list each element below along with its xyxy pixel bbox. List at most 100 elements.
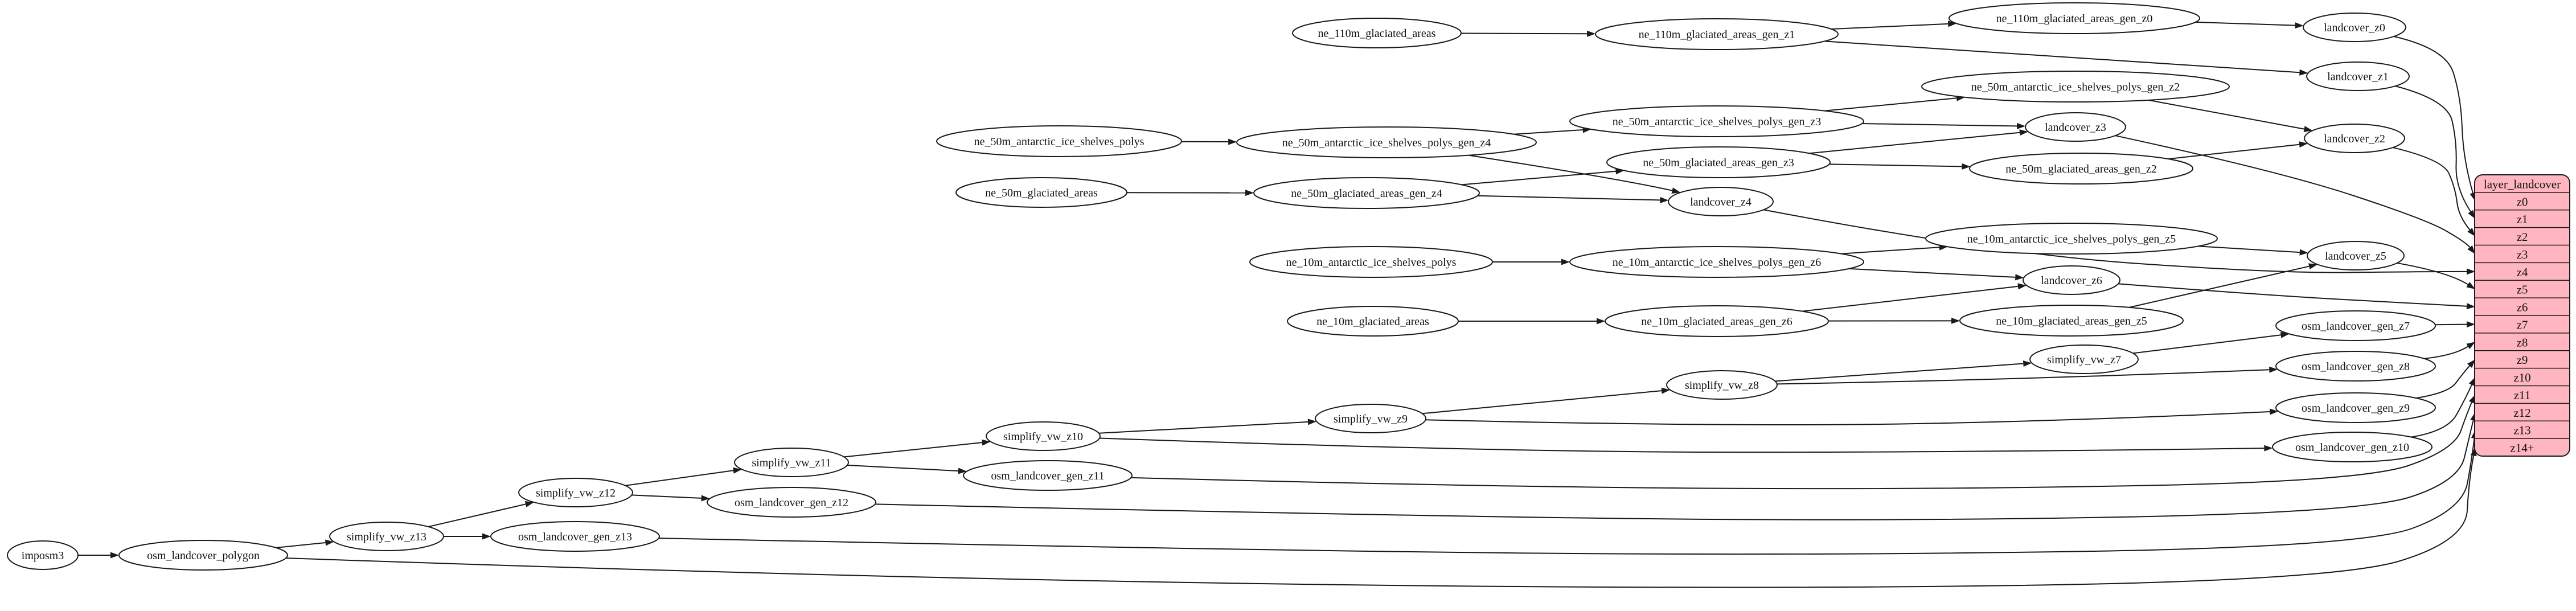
node-ellipse <box>963 460 1133 491</box>
node-label: simplify_vw_z9 <box>1334 413 1408 425</box>
arrowhead-icon <box>2468 377 2475 387</box>
node-ellipse <box>1969 153 2193 184</box>
node-label: ne_10m_glaciated_areas_gen_z6 <box>1641 315 1792 328</box>
edge-ne_110m_glaciated_areas_gen_z1-to-ne_110m_glaciated_areas_gen_z0 <box>1831 23 1949 30</box>
edge-ne_50m_glaciated_areas_gen_z4-to-ne_50m_glaciated_areas_gen_z3 <box>1461 170 1616 186</box>
node-ellipse <box>329 522 444 551</box>
arrowhead-icon <box>1661 387 1671 394</box>
node-simplify_vw_z7: simplify_vw_z7 <box>2029 345 2139 374</box>
node-ellipse <box>1949 2 2200 34</box>
edge-simplify_vw_z12-to-simplify_vw_z11 <box>625 470 734 486</box>
node-label: ne_50m_glaciated_areas_gen_z3 <box>1643 157 1794 169</box>
node-osm_landcover_gen_z13: osm_landcover_gen_z13 <box>490 521 660 552</box>
node-ellipse <box>2025 112 2126 142</box>
node-ellipse <box>1315 404 1426 433</box>
node-landcover_z3: landcover_z3 <box>2025 112 2126 142</box>
arrowhead-icon <box>2017 283 2027 290</box>
edge-ne_110m_glaciated_areas_gen_z0-to-landcover_z0 <box>2195 21 2295 26</box>
arrowhead-icon <box>2017 122 2026 129</box>
node-ellipse <box>1292 18 1462 48</box>
edge-simplify_vw_z10-to-osm_landcover_gen_z10 <box>1099 437 2265 453</box>
node-label: imposm3 <box>22 550 64 562</box>
edge-simplify_vw_z7-to-osm_landcover_gen_z7 <box>2132 334 2281 354</box>
arrowhead-icon <box>2467 245 2475 254</box>
node-label: landcover_z0 <box>2324 22 2385 34</box>
node-label: ne_10m_glaciated_areas <box>1316 315 1429 328</box>
node-label: landcover_z2 <box>2324 133 2385 145</box>
table-row-z3: z3 <box>2517 248 2528 261</box>
edge-landcover_z2-to-z2 <box>2393 147 2471 231</box>
edge-osm_landcover_gen_z13-to-z13 <box>658 438 2475 555</box>
node-label: ne_10m_antarctic_ice_shelves_polys_gen_z… <box>1967 233 2176 245</box>
node-ne_10m_antarctic_ice_shelves_polys_gen_z6: ne_10m_antarctic_ice_shelves_polys_gen_z… <box>1569 246 1864 278</box>
arrowhead-icon <box>958 468 967 474</box>
node-ellipse <box>1605 305 1829 337</box>
node-ellipse <box>2275 310 2436 341</box>
node-ellipse <box>1287 306 1459 337</box>
edge-osm_landcover_gen_z12-to-z12 <box>875 420 2474 520</box>
node-ellipse <box>734 448 849 477</box>
edge-ne_50m_glaciated_areas_gen_z3-to-landcover_z3 <box>1809 132 2020 154</box>
node-ellipse <box>1595 18 1839 50</box>
node-ne_50m_antarctic_ice_shelves_polys_gen_z3: ne_50m_antarctic_ice_shelves_polys_gen_z… <box>1569 105 1864 137</box>
node-label: landcover_z1 <box>2327 71 2389 83</box>
arrowhead-icon <box>733 467 742 474</box>
edge-ne_50m_antarctic_ice_shelves_polys_gen_z4-to-ne_50m_antarctic_ice_shelves_polys_gen_z3 <box>1513 129 1583 135</box>
arrowhead-icon <box>1671 187 1681 194</box>
node-simplify_vw_z10: simplify_vw_z10 <box>986 421 1101 451</box>
table-row-z4: z4 <box>2517 265 2528 279</box>
node-ellipse <box>2303 13 2406 42</box>
node-ellipse <box>2307 241 2405 270</box>
node-ellipse <box>2023 265 2120 295</box>
edge-simplify_vw_z11-to-osm_landcover_gen_z11 <box>847 465 958 471</box>
arrowhead-icon <box>2466 321 2475 328</box>
table-row-z11: z11 <box>2514 388 2531 402</box>
arrowhead-icon <box>701 495 710 502</box>
table-row-z10: z10 <box>2513 371 2530 384</box>
edge-ne_10m_antarctic_ice_shelves_polys_gen_z5-to-landcover_z5 <box>2198 245 2300 253</box>
node-label: ne_10m_glaciated_areas_gen_z5 <box>1996 315 2147 327</box>
table-row-z2: z2 <box>2517 230 2528 244</box>
arrowhead-icon <box>1245 190 1254 196</box>
edge-ne_10m_antarctic_ice_shelves_polys_gen_z6-to-landcover_z6 <box>1848 268 2016 278</box>
node-simplify_vw_z8: simplify_vw_z8 <box>1666 370 1778 400</box>
arrowhead-icon <box>325 539 334 546</box>
node-label: ne_110m_glaciated_areas <box>1318 27 1436 40</box>
node-label: landcover_z3 <box>2045 121 2106 134</box>
node-label: simplify_vw_z7 <box>2047 354 2121 366</box>
arrowhead-icon <box>2468 210 2475 219</box>
node-simplify_vw_z11: simplify_vw_z11 <box>734 448 849 477</box>
edge-simplify_vw_z11-to-simplify_vw_z10 <box>844 442 982 458</box>
node-osm_landcover_gen_z9: osm_landcover_gen_z9 <box>2275 392 2436 423</box>
node-label: landcover_z5 <box>2325 250 2386 263</box>
table-row-z9: z9 <box>2517 353 2528 367</box>
node-osm_landcover_gen_z11: osm_landcover_gen_z11 <box>963 460 1133 491</box>
node-ellipse <box>1249 246 1493 278</box>
edge-osm_landcover_gen_z9-to-z9 <box>2416 365 2470 399</box>
arrowhead-icon <box>2467 359 2475 368</box>
node-ne_50m_glaciated_areas_gen_z4: ne_50m_glaciated_areas_gen_z4 <box>1253 177 1480 209</box>
node-ellipse <box>2275 351 2436 382</box>
node-ne_50m_antarctic_ice_shelves_polys: ne_50m_antarctic_ice_shelves_polys <box>936 125 1182 157</box>
node-ne_10m_glaciated_areas_gen_z5: ne_10m_glaciated_areas_gen_z5 <box>1959 305 2184 337</box>
arrowhead-icon <box>2468 394 2475 404</box>
node-label: osm_landcover_gen_z9 <box>2302 402 2410 415</box>
arrowhead-icon <box>2269 408 2279 415</box>
arrowhead-icon <box>1597 318 1605 325</box>
node-ellipse <box>1569 246 1864 278</box>
node-label: ne_110m_glaciated_areas_gen_z0 <box>1996 13 2153 25</box>
node-ne_110m_glaciated_areas: ne_110m_glaciated_areas <box>1292 18 1462 48</box>
arrowhead-icon <box>1962 163 1971 170</box>
node-label: simplify_vw_z8 <box>1685 379 1759 392</box>
node-ellipse <box>7 540 79 570</box>
node-landcover_z6: landcover_z6 <box>2023 265 2120 295</box>
table-row-z6: z6 <box>2517 301 2528 314</box>
arrowhead-icon <box>2466 268 2475 275</box>
node-label: ne_110m_glaciated_areas_gen_z1 <box>1639 28 1795 41</box>
node-ellipse <box>2275 392 2436 423</box>
node-ellipse <box>1668 187 1774 216</box>
table-row-z0: z0 <box>2517 195 2528 208</box>
node-simplify_vw_z13: simplify_vw_z13 <box>329 522 444 551</box>
edge-landcover_z0-to-z0 <box>2393 36 2474 194</box>
